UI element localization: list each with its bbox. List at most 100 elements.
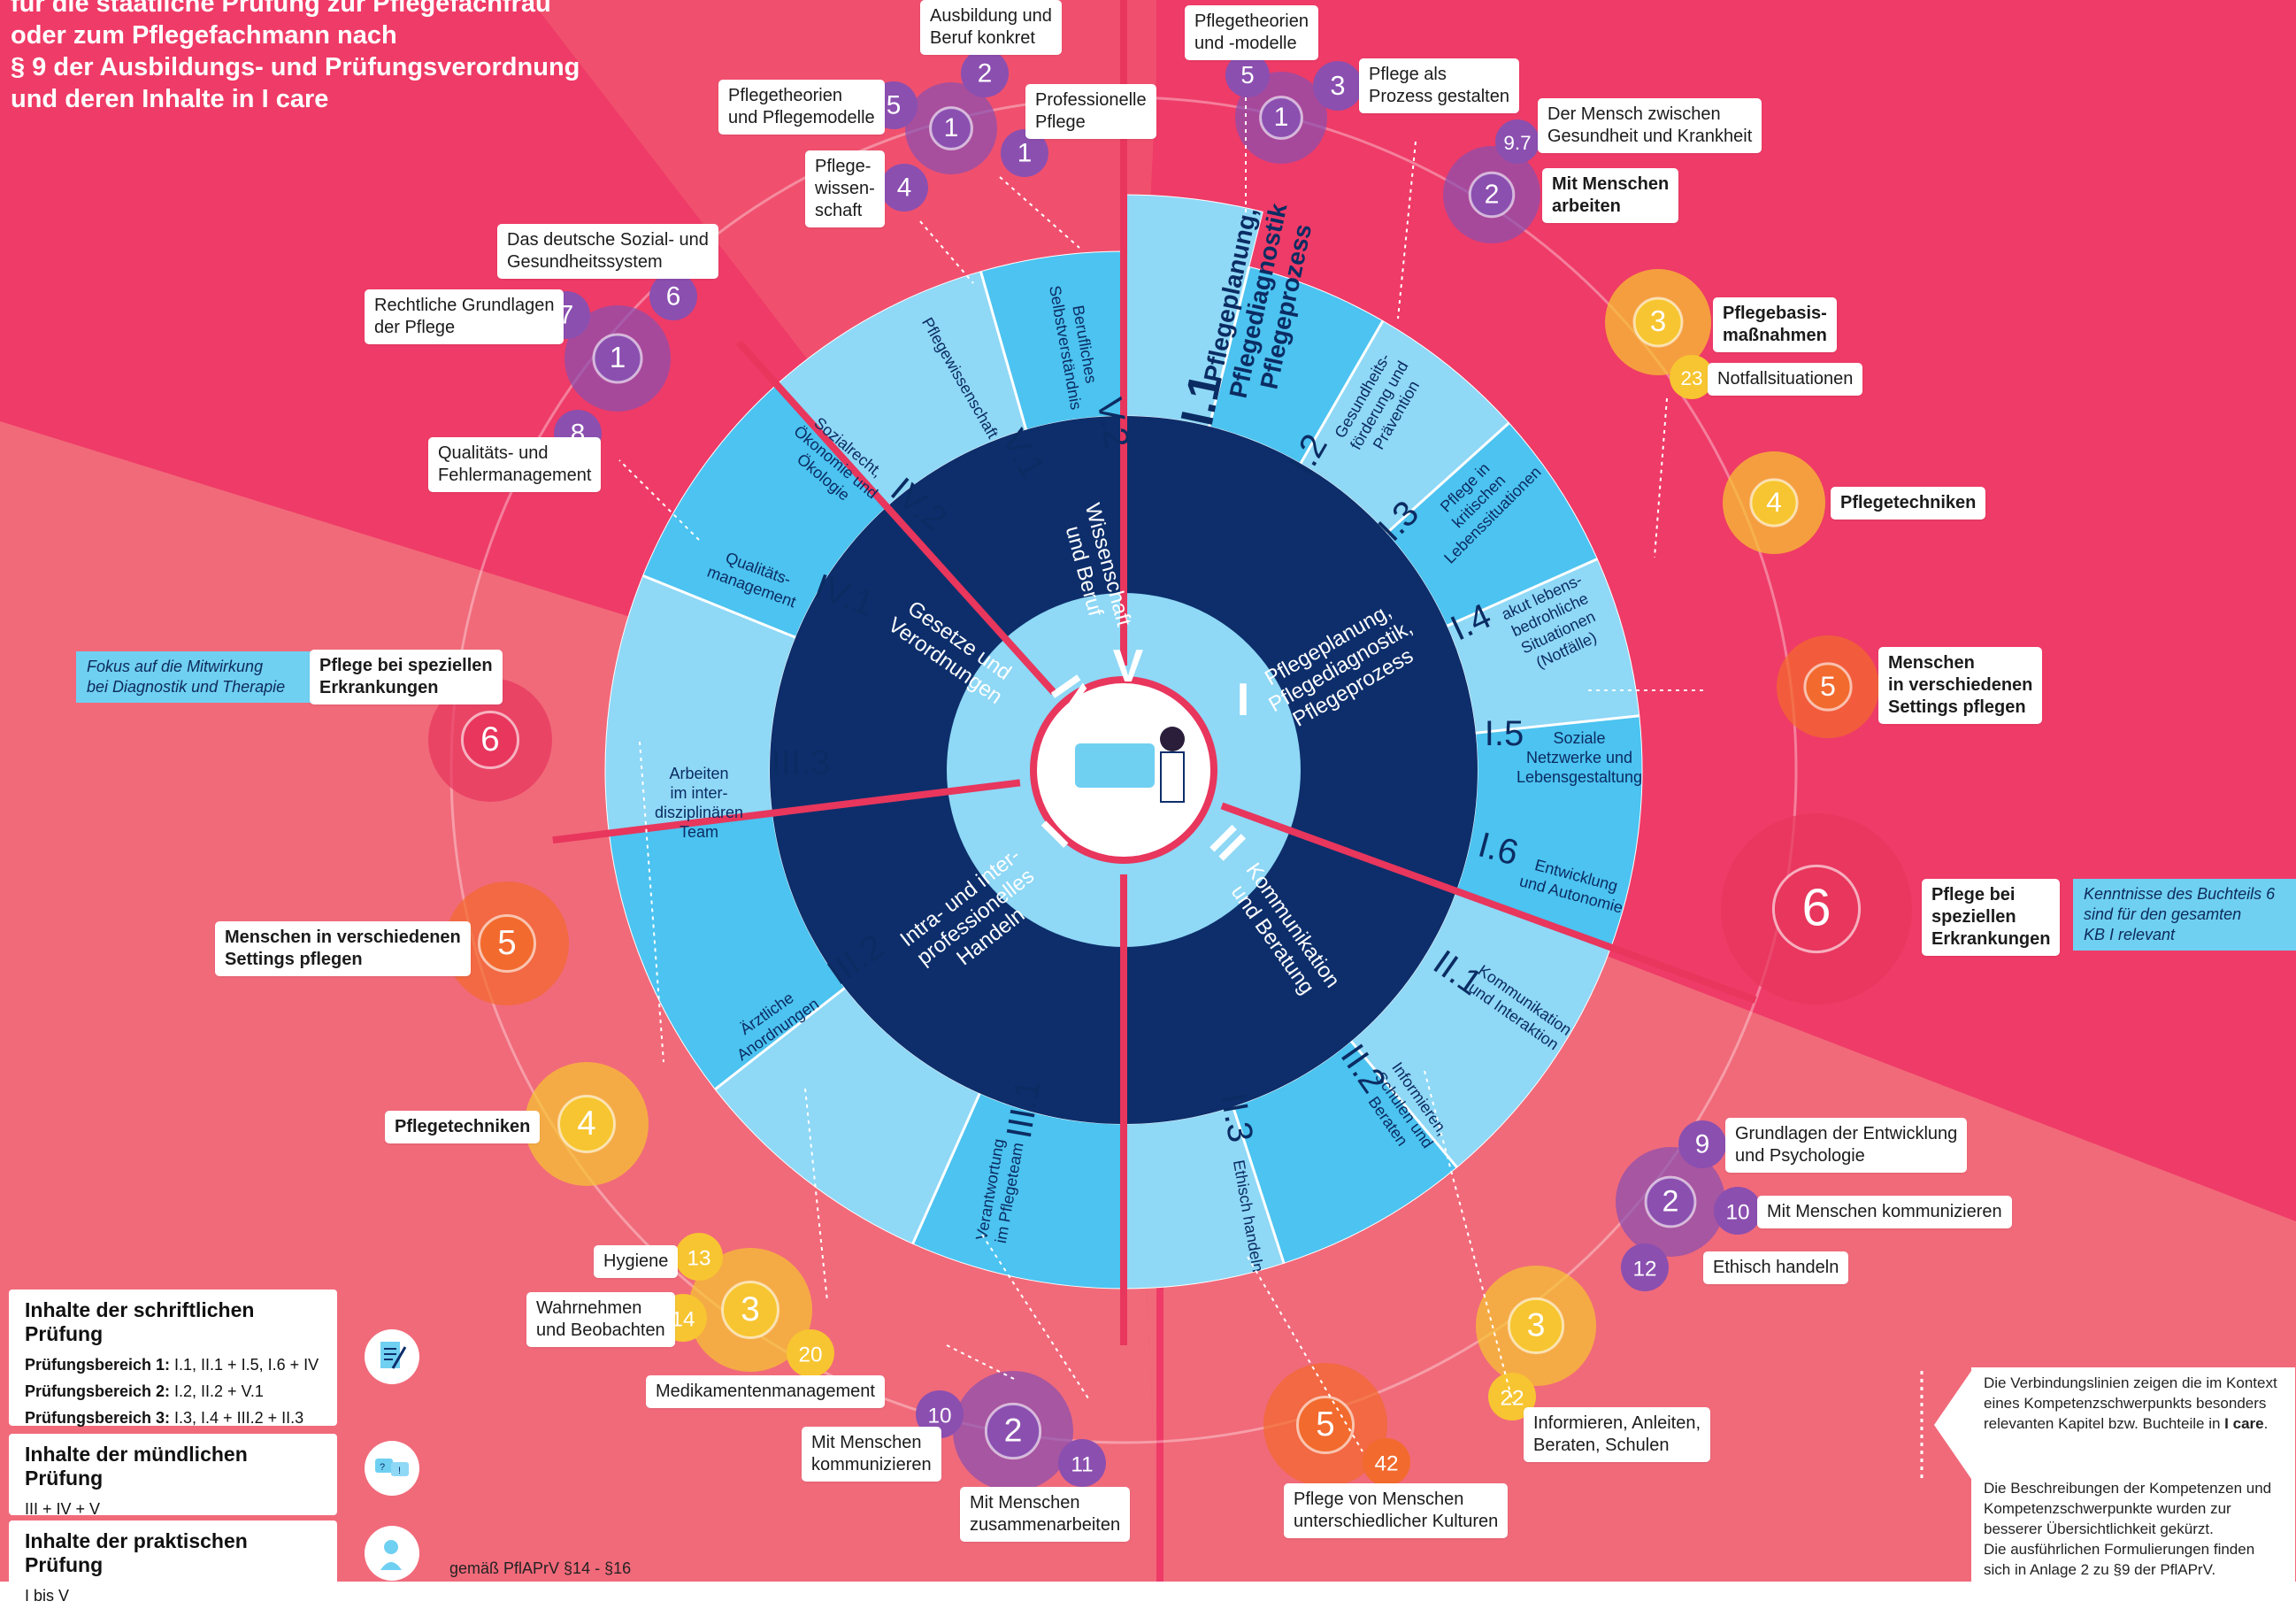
bubble-b-ii-o5: 5 bbox=[1263, 1363, 1387, 1487]
label-pflegetheorien-l: Pflegetheorien und Pflegemodelle bbox=[718, 80, 885, 135]
label-wahrnehmen: Wahrnehmen und Beobachten bbox=[526, 1292, 675, 1347]
svg-text:23: 23 bbox=[1680, 367, 1702, 389]
sector-boundary bbox=[1220, 802, 1757, 1004]
bubble-b-i-2: 2 bbox=[1443, 146, 1540, 243]
wheel-segment-I-2 bbox=[1209, 266, 1383, 464]
note-right: Kenntnisse des Buchteils 6 sind für den … bbox=[2073, 879, 2296, 951]
segment-divider bbox=[1386, 421, 1510, 535]
bubble-b-i-1: 1 bbox=[1235, 72, 1327, 164]
label-recht: Rechtliche Grundlagen der Pflege bbox=[365, 289, 564, 344]
oral-exam-title: Inhalte der mündlichen Prüfung bbox=[25, 1443, 248, 1490]
svg-text:3: 3 bbox=[1330, 70, 1345, 101]
segment-divider bbox=[714, 987, 846, 1090]
bubble-b-iii-y3: 3 bbox=[688, 1248, 812, 1372]
label-prozess: Pflege als Prozess gestalten bbox=[1359, 58, 1519, 113]
segment-code-V-2: V.2 bbox=[1089, 395, 1136, 450]
segment-divider bbox=[642, 574, 796, 639]
written-exam-row-1: Prüfungsbereich 1: I.1, II.1 + I.5, I.6 … bbox=[25, 1356, 319, 1374]
bubble-b-iii-20: 20 bbox=[787, 1329, 834, 1377]
svg-text:2: 2 bbox=[1004, 1412, 1023, 1449]
bubble-b-i-5: 5 bbox=[1225, 53, 1270, 97]
legend-box bbox=[1971, 1367, 2295, 1480]
label-notfall: Notfallsituationen bbox=[1708, 363, 1863, 396]
bubble-b-i-y3: 3 bbox=[1605, 269, 1711, 375]
svg-text:42: 42 bbox=[1374, 1452, 1398, 1476]
svg-text:!: ! bbox=[398, 1466, 401, 1476]
svg-text:6: 6 bbox=[666, 282, 681, 312]
segment-divider bbox=[1232, 1105, 1286, 1264]
bubble-b-v-1: 1 bbox=[905, 82, 997, 174]
svg-text:12: 12 bbox=[1632, 1258, 1656, 1282]
label-sozial: Das deutsche Sozial- und Gesundheitssyst… bbox=[497, 224, 718, 279]
label-techniken-l: Pflegetechniken bbox=[385, 1111, 541, 1143]
connector-line bbox=[618, 459, 700, 541]
wheel-segment-II-2 bbox=[1232, 1041, 1457, 1264]
segment-divider bbox=[1349, 1040, 1458, 1168]
segment-divider bbox=[1446, 558, 1598, 627]
svg-text:4: 4 bbox=[577, 1105, 595, 1143]
label-erkrankungen-r: Pflege bei speziellen Erkrankungen bbox=[1922, 879, 2061, 956]
bubble-b-i-o5: 5 bbox=[1777, 635, 1879, 738]
label-settings-l: Menschen in verschiedenen Settings pfleg… bbox=[215, 921, 471, 976]
bubble-b-iii-13: 13 bbox=[675, 1233, 723, 1281]
written-exam-box: Inhalte der schriftlichen Prüfung Prüfun… bbox=[9, 1290, 337, 1427]
wheel-segment-V-2 bbox=[980, 251, 1124, 430]
svg-text:5: 5 bbox=[1820, 670, 1836, 702]
bubble-b-iii-r6: 6 bbox=[428, 678, 552, 802]
label-mit-menschen-arbeiten: Mit Menschen arbeiten bbox=[1542, 168, 1679, 223]
svg-text:3: 3 bbox=[1650, 304, 1666, 337]
svg-text:20: 20 bbox=[798, 1343, 822, 1367]
label-medikamente: Medikamentenmanagement bbox=[646, 1375, 885, 1408]
bubble-b-ii-9: 9 bbox=[1678, 1120, 1726, 1168]
svg-text:3: 3 bbox=[741, 1290, 759, 1328]
svg-text:4: 4 bbox=[1766, 486, 1782, 518]
sector-roman-I: I bbox=[1237, 674, 1249, 726]
sector-boundary bbox=[736, 340, 1057, 695]
svg-text:9.7: 9.7 bbox=[1503, 132, 1531, 154]
svg-text:1: 1 bbox=[944, 113, 959, 142]
label-ethisch: Ethisch handeln bbox=[1703, 1251, 1849, 1284]
bubble-b-i-y4: 4 bbox=[1723, 451, 1825, 554]
label-zusammen: Mit Menschen zusammenarbeiten bbox=[960, 1487, 1131, 1542]
svg-text:1: 1 bbox=[1274, 103, 1289, 132]
wheel-segment-IV-2 bbox=[642, 384, 887, 638]
bubble-b-i-97: 9.7 bbox=[1495, 119, 1540, 164]
bubble-b-ii-42: 42 bbox=[1363, 1438, 1410, 1486]
written-exam-row-2: Prüfungsbereich 2: I.2, II.2 + V.1 bbox=[25, 1382, 264, 1400]
svg-text:22: 22 bbox=[1500, 1387, 1524, 1411]
connector-line bbox=[946, 1344, 1018, 1382]
svg-text:10: 10 bbox=[927, 1405, 951, 1428]
wheel-segment-V-1 bbox=[776, 271, 1026, 507]
label-settings-r: Menschen in verschiedenen Settings pfleg… bbox=[1878, 647, 2043, 724]
label-pflegewissenschaft: Pflege- wissen- schaft bbox=[805, 150, 885, 227]
label-grundlagen: Grundlagen der Entwicklung und Psycholog… bbox=[1725, 1118, 1968, 1173]
label-qualitaet: Qualitäts- und Fehlermanagement bbox=[428, 437, 602, 492]
label-ausbildung: Ausbildung und Beruf konkret bbox=[920, 0, 1062, 55]
connector-line bbox=[999, 176, 1080, 249]
bubble-b-i-23: 23 bbox=[1670, 355, 1714, 399]
bubble-b-ii-y3: 3 bbox=[1476, 1266, 1596, 1386]
connector-line bbox=[804, 1088, 828, 1302]
nurse-body-icon bbox=[1160, 751, 1185, 803]
segment-divider bbox=[911, 1092, 981, 1244]
bubble-b-iv-1: 1 bbox=[564, 305, 671, 412]
bubble-b-iii-y4: 4 bbox=[525, 1062, 649, 1186]
segment-divider bbox=[1475, 714, 1639, 735]
bubble-b-ii-2: 2 bbox=[1616, 1147, 1725, 1257]
label-kommunizieren-r: Mit Menschen kommunizieren bbox=[1757, 1196, 2012, 1228]
label-pflegetheorien-r: Pflegetheorien und -modelle bbox=[1185, 5, 1318, 60]
svg-text:5: 5 bbox=[1240, 61, 1254, 89]
bubble-b-v-2: 2 bbox=[961, 50, 1009, 97]
svg-text:2: 2 bbox=[1662, 1185, 1679, 1219]
bubble-b-iii-11: 11 bbox=[1058, 1439, 1106, 1487]
speech-bubbles-icon: ?! bbox=[365, 1441, 419, 1496]
legend-desc-box bbox=[1971, 1473, 2295, 1583]
segment-code-III-3: III.3 bbox=[772, 743, 831, 782]
bubble-b-v-4: 4 bbox=[880, 164, 928, 212]
svg-text:14: 14 bbox=[671, 1308, 695, 1332]
bubble-b-v-1b: 1 bbox=[1001, 129, 1048, 177]
segment-code-I-5: I.5 bbox=[1485, 714, 1524, 753]
segment-divider bbox=[979, 271, 1028, 430]
wheel-segment-III-2 bbox=[715, 988, 980, 1244]
svg-text:1: 1 bbox=[610, 341, 626, 373]
